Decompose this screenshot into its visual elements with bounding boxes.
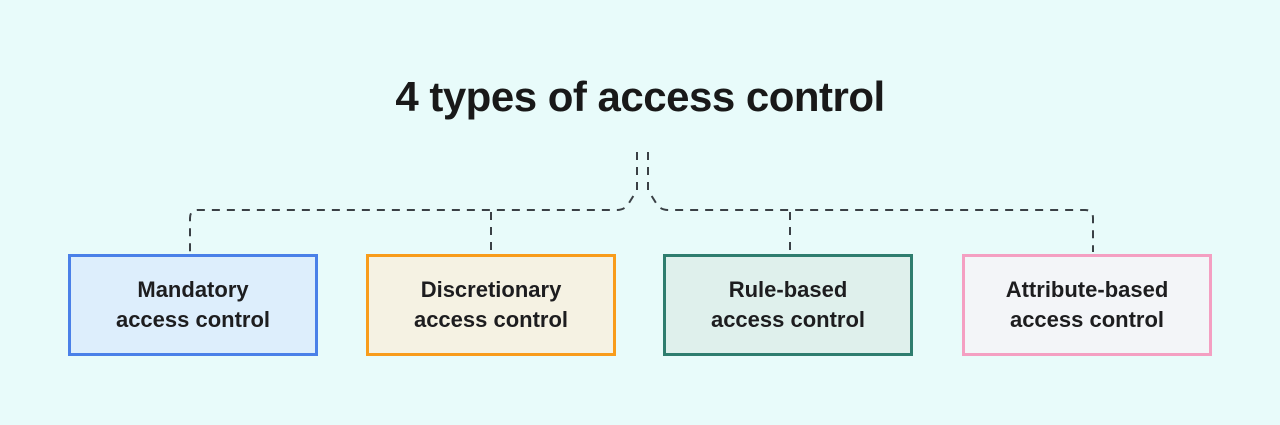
box-label-line2: access control bbox=[1009, 307, 1165, 332]
connector-left-branch bbox=[189, 152, 638, 252]
box-label-line1: Attribute-based bbox=[1005, 277, 1169, 302]
page-title: 4 types of access control bbox=[395, 73, 885, 120]
box-label-line2: access control bbox=[413, 307, 569, 332]
box-label-line2: access control bbox=[710, 307, 866, 332]
box-label-line2: access control bbox=[115, 307, 271, 332]
box-attribute-based-access-control: Attribute-based access control bbox=[962, 254, 1212, 356]
box-discretionary-access-control: Discretionary access control bbox=[366, 254, 616, 356]
dashed-connector-group bbox=[189, 152, 1094, 252]
box-mandatory-access-control: Mandatory access control bbox=[68, 254, 318, 356]
box-label-line1: Rule-based bbox=[728, 277, 848, 302]
box-rule-based-access-control: Rule-based access control bbox=[663, 254, 913, 356]
box-label-line1: Discretionary bbox=[420, 277, 562, 302]
box-label-line1: Mandatory bbox=[137, 277, 249, 302]
connector-right-branch bbox=[647, 152, 1094, 252]
